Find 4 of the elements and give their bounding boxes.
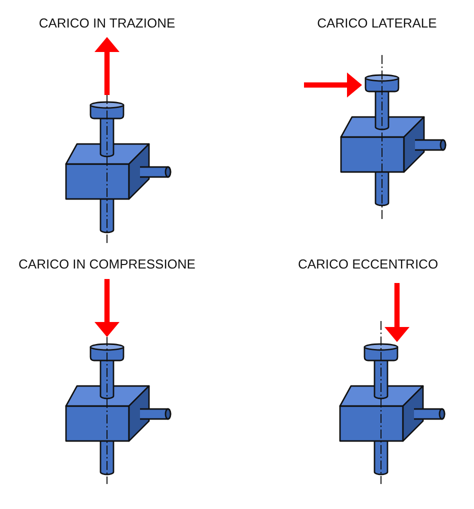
load-case-title: CARICO LATERALE [317, 16, 437, 32]
load-case-title: CARICO IN COMPRESSIONE [18, 258, 196, 272]
load-case-title: CARICO ECCENTRICO [298, 258, 438, 272]
load-case-title: CARICO IN TRAZIONE [38, 16, 176, 32]
